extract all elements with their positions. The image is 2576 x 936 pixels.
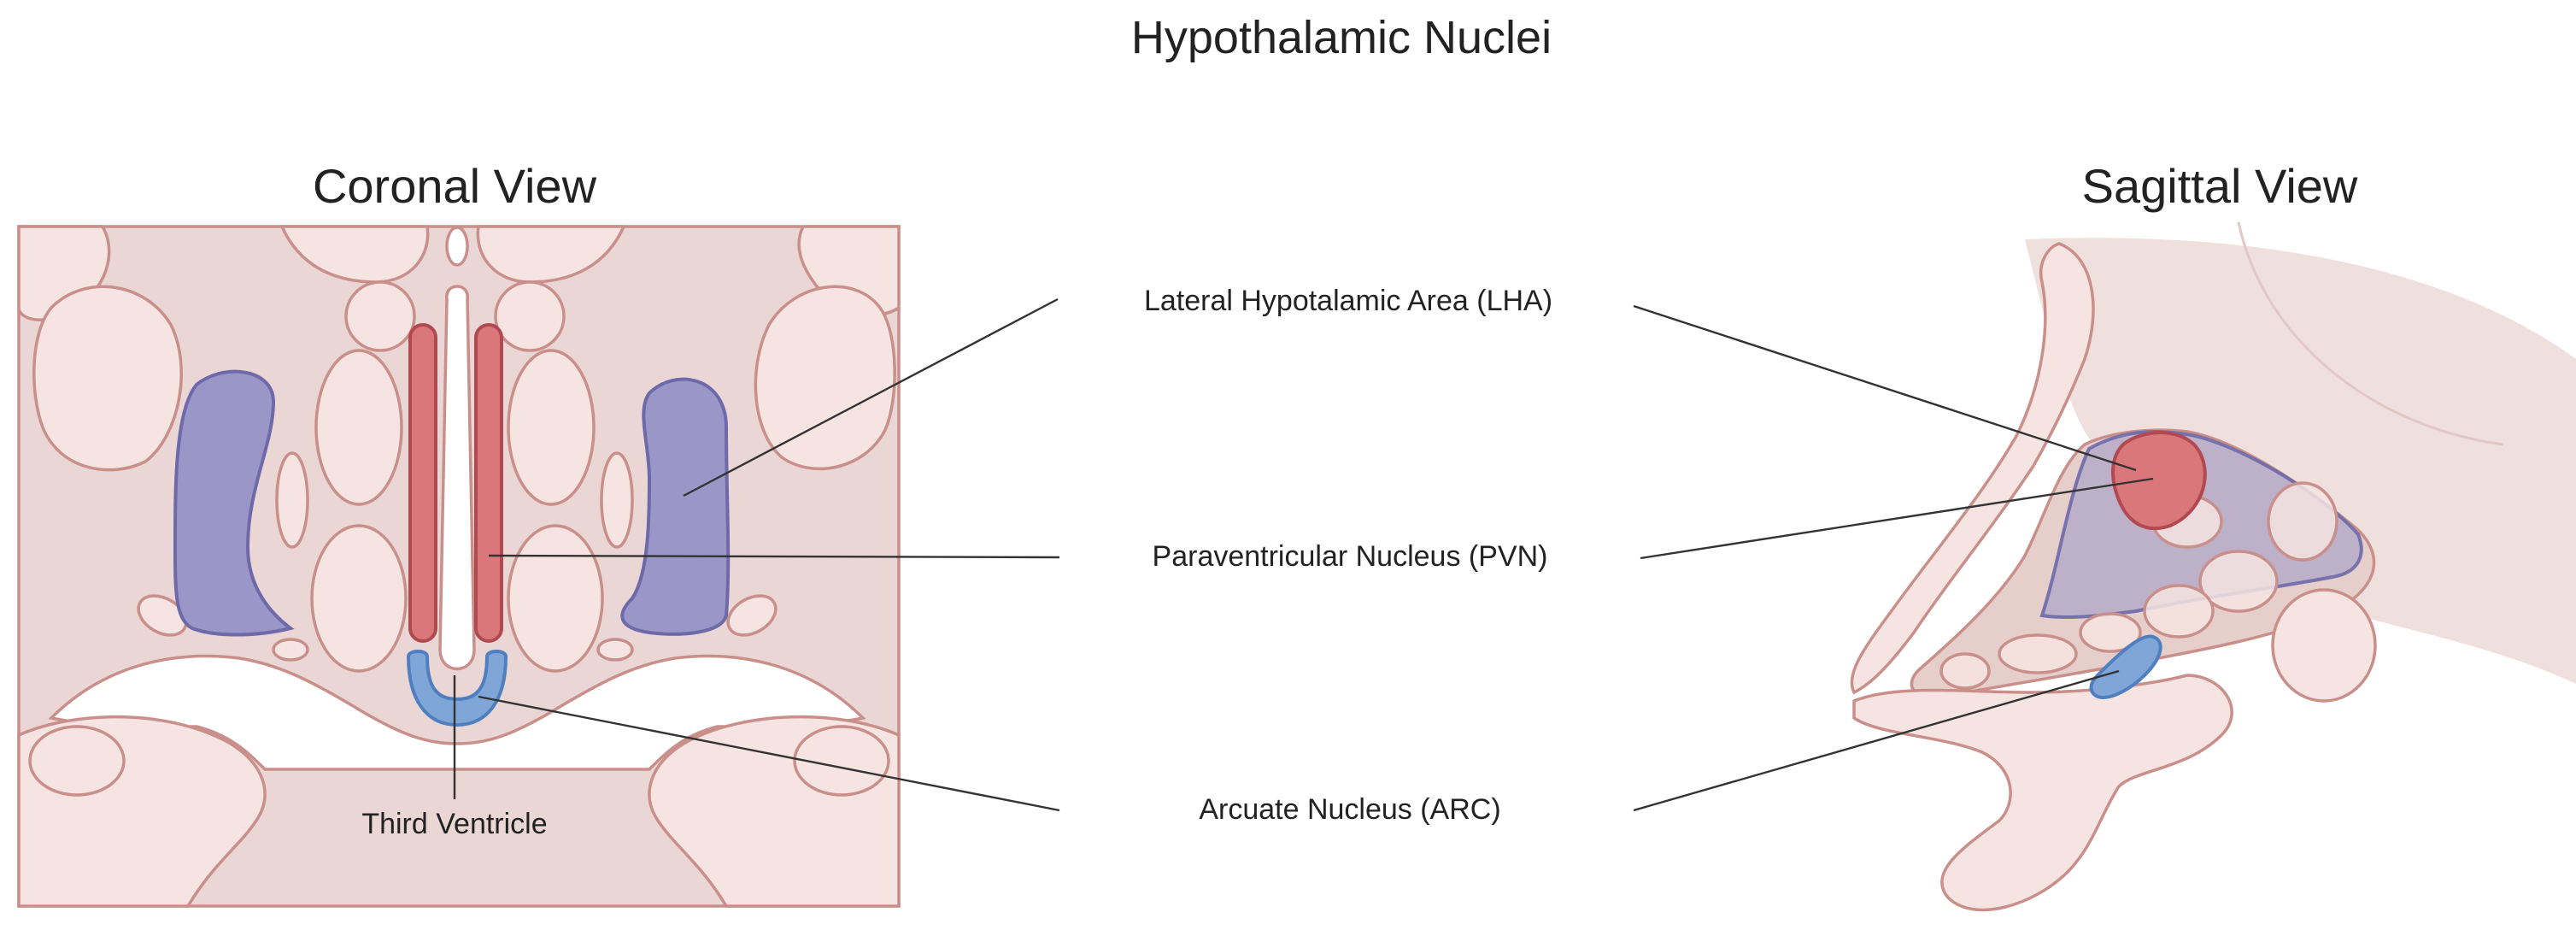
arc-coronal bbox=[406, 650, 508, 727]
coronal-lobe-r4 bbox=[494, 280, 566, 352]
leader-lines bbox=[453, 297, 2154, 812]
leader-lha-sagittal bbox=[1633, 304, 2137, 472]
coronal-lobe-l2 bbox=[310, 524, 408, 673]
coronal-small-lobe-right bbox=[726, 594, 777, 637]
coronal-lobe-l1 bbox=[314, 349, 403, 506]
coronal-lobe-r1 bbox=[507, 349, 596, 506]
label-pvn: Paraventricular Nucleus (PVN) bbox=[1153, 540, 1548, 573]
sagittal-stalk bbox=[1850, 242, 2095, 695]
sagittal-view-illustration bbox=[1850, 221, 2576, 912]
sagittal-lobule-5 bbox=[1998, 633, 2078, 674]
coronal-tiny-lobe-right bbox=[596, 638, 634, 662]
leader-lha-coronal bbox=[683, 297, 1059, 497]
coronal-lobe-l4 bbox=[344, 280, 416, 352]
label-third-ventricle: Third Ventricle bbox=[361, 808, 547, 840]
third-ventricle-shape bbox=[438, 285, 476, 671]
coronal-small-lobe-left bbox=[137, 594, 188, 637]
sagittal-lobule-3 bbox=[2143, 584, 2215, 639]
lha-right bbox=[620, 377, 731, 636]
coronal-view-illustration bbox=[17, 225, 901, 908]
coronal-right-outer-lobe bbox=[754, 285, 896, 471]
leader-arc-sagittal bbox=[1633, 669, 2120, 812]
coronal-lobe-l3 bbox=[275, 451, 309, 549]
diagram-title: Hypothalamic Nuclei bbox=[1131, 12, 1552, 63]
sagittal-lobule-6 bbox=[1939, 652, 1991, 690]
coronal-left-outer-lobe bbox=[32, 285, 183, 472]
sagittal-mammillary-body bbox=[2271, 588, 2377, 703]
leader-pvn-sagittal bbox=[1640, 477, 2154, 560]
sagittal-inner-curve bbox=[2237, 221, 2504, 446]
coronal-view-heading: Coronal View bbox=[313, 159, 597, 213]
label-lha: Lateral Hypotalamic Area (LHA) bbox=[1144, 285, 1552, 317]
leader-arc-coronal bbox=[478, 695, 1060, 812]
leader-pvn-coronal bbox=[488, 554, 1060, 559]
arc-sagittal bbox=[2089, 634, 2162, 699]
sagittal-lobule-7 bbox=[2267, 481, 2338, 562]
pvn-right bbox=[474, 323, 503, 643]
sagittal-view-heading: Sagittal View bbox=[2082, 159, 2358, 213]
sagittal-background-tissue bbox=[2025, 238, 2576, 684]
coronal-lobe-r3 bbox=[600, 451, 634, 549]
sagittal-lower-tissue bbox=[1852, 674, 2233, 912]
third-ventricle-top bbox=[445, 226, 469, 267]
sagittal-lobule-2 bbox=[2198, 550, 2279, 613]
pvn-sagittal bbox=[2111, 431, 2207, 531]
sagittal-lobule-4 bbox=[2079, 612, 2142, 653]
coronal-basal-space bbox=[48, 654, 866, 771]
coronal-lower-left-nodule bbox=[28, 725, 126, 797]
coronal-lower-right-nodule bbox=[793, 725, 890, 797]
coronal-tiny-lobe-left bbox=[272, 638, 309, 662]
lha-left bbox=[173, 369, 295, 637]
pvn-left bbox=[408, 323, 437, 643]
coronal-lobe-r2 bbox=[507, 524, 604, 673]
label-arc: Arcuate Nucleus (ARC) bbox=[1199, 793, 1500, 826]
